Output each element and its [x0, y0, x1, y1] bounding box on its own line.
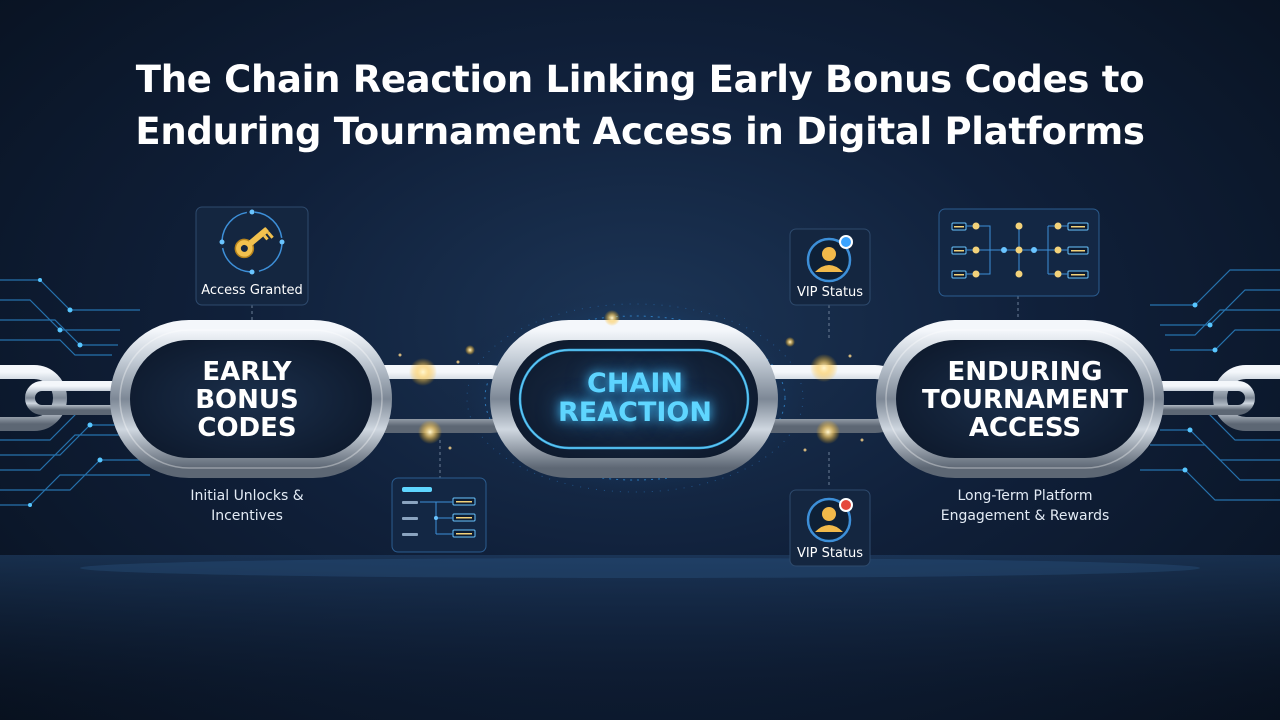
card-vip-top [789, 228, 871, 306]
early-line-3: CODES [197, 413, 297, 443]
sparks [409, 310, 840, 444]
circuit-traces-right [1140, 269, 1280, 501]
user-avatar-icon [806, 237, 852, 283]
enduring-access-label: ENDURING TOURNAMENT ACCESS [905, 358, 1145, 442]
user-avatar-icon [806, 497, 852, 543]
partial-link-right [1213, 365, 1280, 431]
card-network-right [938, 208, 1100, 297]
enduring-caption-1: Long-Term Platform [957, 488, 1093, 504]
vip-status-label-bottom: VIP Status [796, 546, 864, 561]
partial-link-left [0, 365, 67, 431]
flowchart-icon [951, 222, 1089, 279]
chain-reaction-label: CHAIN REACTION [520, 369, 750, 427]
early-line-1: EARLY [202, 357, 292, 387]
card-access-granted [195, 206, 309, 306]
enduring-caption-2: Engagement & Rewards [940, 508, 1110, 524]
early-bonus-caption: Initial Unlocks & Incentives [152, 486, 342, 526]
early-bonus-label: EARLY BONUS CODES [157, 358, 337, 442]
spark-dots [398, 353, 864, 452]
chain-line-2: REACTION [558, 397, 712, 428]
early-line-2: BONUS [195, 385, 299, 415]
link-early-bonus [110, 320, 392, 478]
energy-ring [484, 315, 786, 481]
status-badge-blue [839, 235, 853, 249]
chain-line-1: CHAIN [587, 368, 683, 399]
floor-reflection [0, 555, 1280, 720]
energy-ring-outer [466, 303, 804, 493]
card-vip-bottom [789, 489, 871, 567]
enduring-access-caption: Long-Term Platform Engagement & Rewards [900, 486, 1150, 526]
early-caption-1: Initial Unlocks & [190, 488, 304, 504]
access-granted-label: Access Granted [201, 283, 303, 298]
vip-status-label-top: VIP Status [796, 285, 864, 300]
page-title: The Chain Reaction Linking Early Bonus C… [0, 54, 1280, 158]
status-badge-red [839, 498, 853, 512]
key-icon [234, 227, 274, 259]
circuit-traces-left [0, 279, 150, 506]
enduring-line-1: ENDURING [947, 357, 1103, 387]
title-line-1: The Chain Reaction Linking Early Bonus C… [135, 58, 1145, 101]
flowchart-icon [402, 487, 476, 538]
early-caption-2: Incentives [211, 508, 283, 524]
link-chain-reaction [490, 320, 778, 478]
floor-glow [80, 558, 1200, 578]
enduring-line-3: ACCESS [968, 413, 1082, 443]
card-flowchart-left [391, 477, 487, 553]
enduring-line-2: TOURNAMENT [922, 385, 1128, 415]
title-line-2: Enduring Tournament Access in Digital Pl… [135, 110, 1145, 153]
